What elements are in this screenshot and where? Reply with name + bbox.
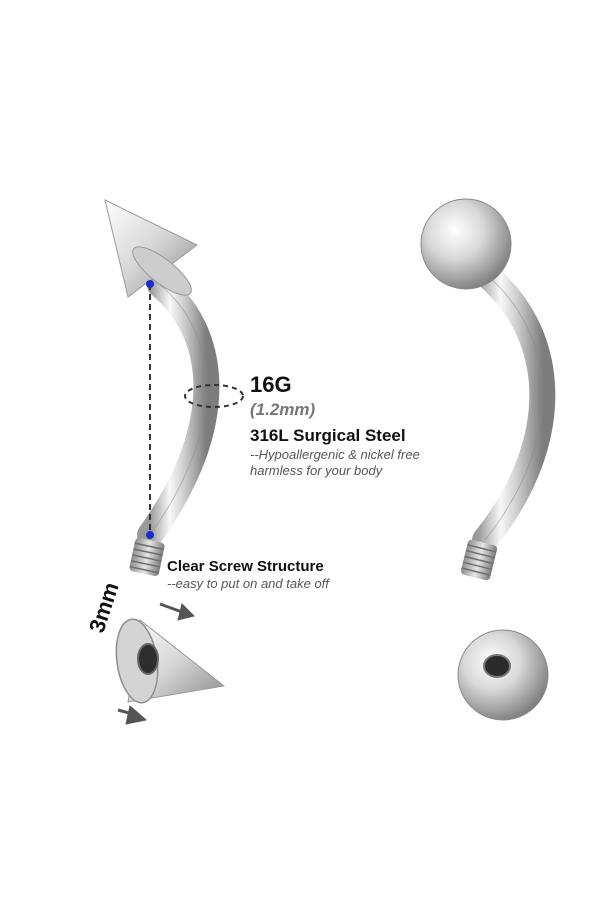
- measure-point-bottom: [146, 531, 154, 539]
- ball-thread-hole: [483, 654, 511, 678]
- detached-ball: [457, 629, 549, 721]
- material-note-1: --Hypoallergenic & nickel free: [250, 447, 420, 462]
- thickness-label: (1.2mm): [250, 400, 316, 419]
- left-bar-shaft: [137, 272, 220, 548]
- left-screw-thread: [129, 537, 165, 577]
- left-barbell: [104, 199, 244, 577]
- right-bar-shaft: [465, 255, 556, 553]
- gauge-label: 16G: [250, 372, 292, 397]
- right-screw-thread: [460, 539, 498, 581]
- detached-spike: [115, 602, 226, 725]
- screw-note: --easy to put on and take off: [167, 576, 329, 591]
- measure-point-top: [146, 280, 154, 288]
- spike-cone: [104, 199, 198, 298]
- material-label: 316L Surgical Steel: [250, 426, 406, 445]
- right-barbell: [420, 198, 556, 581]
- gauge-ring: [184, 384, 244, 408]
- arrow-icon: [117, 602, 195, 725]
- screw-title: Clear Screw Structure: [167, 558, 324, 575]
- right-ball: [420, 198, 512, 290]
- material-note-2: harmless for your body: [250, 463, 383, 478]
- spike-thread-hole: [137, 643, 159, 675]
